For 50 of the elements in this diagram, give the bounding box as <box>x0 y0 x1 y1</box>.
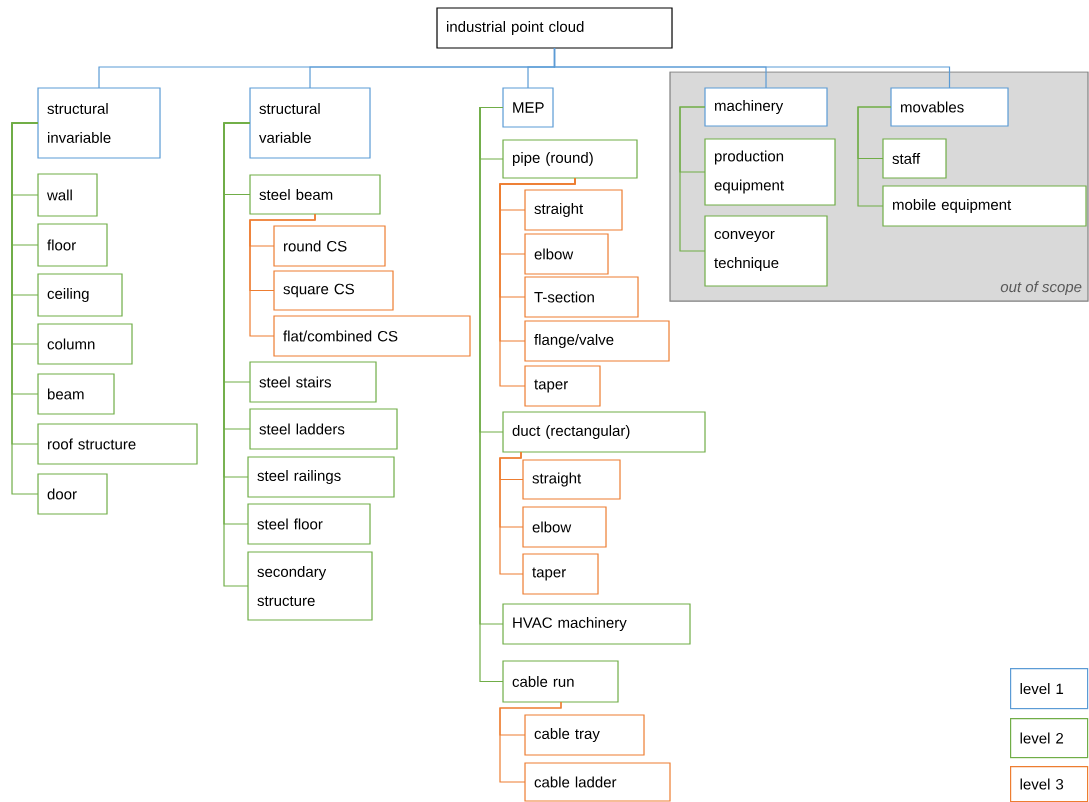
legend-item: level 3 <box>1010 766 1089 802</box>
category-box: movables <box>890 87 1009 127</box>
subclass-box: cable ladder <box>524 762 671 802</box>
class-box: steel stairs <box>249 361 377 403</box>
connector <box>499 701 562 783</box>
subclass-box: flat/combined CS <box>273 315 471 357</box>
class-box: beam <box>37 373 115 415</box>
class-box: staff <box>882 138 947 179</box>
class-box: HVAC machinery <box>502 603 691 645</box>
subclass-box: taper <box>524 365 601 407</box>
class-box: mobile equipment <box>882 185 1087 227</box>
subclass-box: square CS <box>273 270 394 311</box>
connector <box>249 213 316 337</box>
class-box: pipe (round) <box>502 139 638 179</box>
class-box: production equipment <box>704 138 836 206</box>
connector <box>553 47 951 89</box>
connector <box>679 106 706 252</box>
class-box: steel ladders <box>249 408 398 450</box>
subclass-box: flange/valve <box>524 320 670 362</box>
class-box: steel floor <box>247 503 371 545</box>
class-box: wall <box>37 173 98 217</box>
class-box: floor <box>37 223 108 267</box>
root-box: industrial point cloud <box>436 7 673 49</box>
class-box: column <box>37 323 133 365</box>
subclass-box: taper <box>522 553 599 595</box>
connector <box>857 106 892 207</box>
category-box: structural invariable <box>37 87 161 159</box>
category-box: structural variable <box>249 87 371 159</box>
subclass-box: straight <box>522 459 621 500</box>
subclass-box: cable tray <box>524 714 645 756</box>
connector <box>499 177 576 387</box>
class-box: conveyor technique <box>704 215 828 287</box>
subclass-box: round CS <box>273 225 386 267</box>
subclass-box: straight <box>524 189 623 231</box>
subclass-box: T-section <box>524 276 639 318</box>
connector <box>499 451 524 575</box>
category-box: machinery <box>704 87 828 127</box>
class-box: cable run <box>502 660 619 703</box>
class-box: roof structure <box>37 423 198 465</box>
class-box: ceiling <box>37 273 123 317</box>
class-box: door <box>37 473 108 515</box>
legend-item: level 2 <box>1010 718 1089 759</box>
class-box: steel beam <box>249 174 381 215</box>
subclass-box: elbow <box>524 233 609 275</box>
category-box: MEP <box>502 87 554 128</box>
legend-item: level 1 <box>1010 668 1089 710</box>
class-box: secondary structure <box>247 551 373 621</box>
subclass-box: elbow <box>522 506 607 548</box>
class-box: duct (rectangular) <box>502 411 706 453</box>
class-box: steel railings <box>247 456 395 498</box>
